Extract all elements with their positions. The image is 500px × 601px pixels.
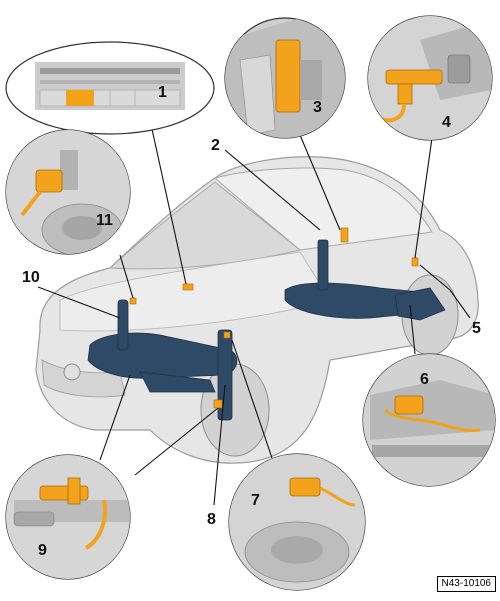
callout-5: 5 [472, 320, 481, 337]
car-windshield [108, 181, 302, 270]
callout-4: 4 [442, 114, 451, 131]
detail-6 [362, 353, 496, 487]
detail-3 [224, 17, 346, 139]
callout-7: 7 [251, 492, 260, 509]
reference-code: N43-10106 [436, 576, 496, 592]
callout-11: 11 [96, 212, 113, 229]
front-left-strut [217, 329, 233, 421]
callout-10: 10 [22, 269, 40, 286]
callout-3: 3 [313, 99, 322, 116]
detail-4 [367, 15, 493, 141]
callout-1: 1 [158, 84, 167, 101]
rear-strut [317, 239, 329, 291]
callout-8: 8 [207, 511, 216, 528]
callout-2: 2 [211, 137, 220, 154]
detail-7 [228, 453, 366, 591]
front-right-strut [117, 299, 129, 351]
callout-6: 6 [420, 371, 429, 388]
chassis [87, 239, 446, 421]
detail-11 [5, 129, 131, 255]
rear-wheel-carrier [394, 287, 446, 321]
leader-lines [37, 119, 471, 506]
detail-1 [5, 41, 215, 135]
car-badge [63, 363, 81, 381]
callout-labels: 1 2 3 4 5 6 7 8 9 10 11 [22, 84, 481, 559]
car-front-wheel [200, 363, 270, 457]
detail-9 [5, 454, 131, 580]
front-left-sensor-marker [213, 399, 223, 409]
car-front-grille [41, 359, 126, 398]
rear-sensor-marker [340, 227, 349, 243]
strut-top-marker [223, 331, 231, 339]
control-unit-marker [182, 283, 194, 291]
callout-9: 9 [38, 542, 47, 559]
front-sensor-marker [129, 297, 137, 305]
car-roof [213, 167, 433, 251]
front-left-arm [139, 371, 216, 393]
rear-right-sensor-marker [411, 257, 419, 267]
